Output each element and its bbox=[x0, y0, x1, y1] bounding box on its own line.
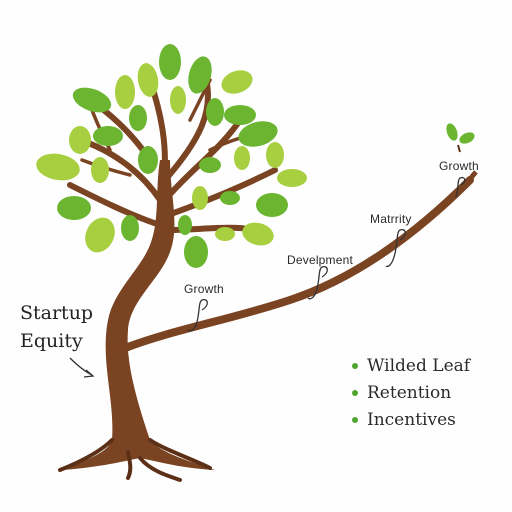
legend-dot-icon bbox=[352, 362, 358, 369]
legend-label: Wilded Leaf bbox=[367, 355, 471, 376]
stage-label-maturity: Matrrity bbox=[370, 212, 412, 226]
legend: Wilded Leaf Retention Incentives bbox=[352, 352, 470, 433]
legend-item: Incentives bbox=[352, 406, 470, 433]
legend-item: Wilded Leaf bbox=[352, 352, 470, 379]
legend-item: Retention bbox=[352, 379, 470, 406]
legend-dot-icon bbox=[352, 389, 358, 396]
tree-leaves bbox=[36, 44, 475, 268]
legend-dot-icon bbox=[352, 416, 358, 423]
legend-label: Incentives bbox=[367, 409, 456, 430]
legend-label: Retention bbox=[367, 382, 452, 403]
stage-label-growth-top: Growth bbox=[439, 159, 479, 173]
startup-label-line1: Startup bbox=[20, 302, 94, 324]
stage-label-growth: Growth bbox=[184, 282, 224, 296]
stage-label-development: Develpment bbox=[287, 253, 354, 267]
startup-equity-label: Startup Equity bbox=[20, 300, 93, 355]
startup-label-line2: Equity bbox=[20, 329, 83, 352]
stage-markers bbox=[69, 176, 466, 378]
